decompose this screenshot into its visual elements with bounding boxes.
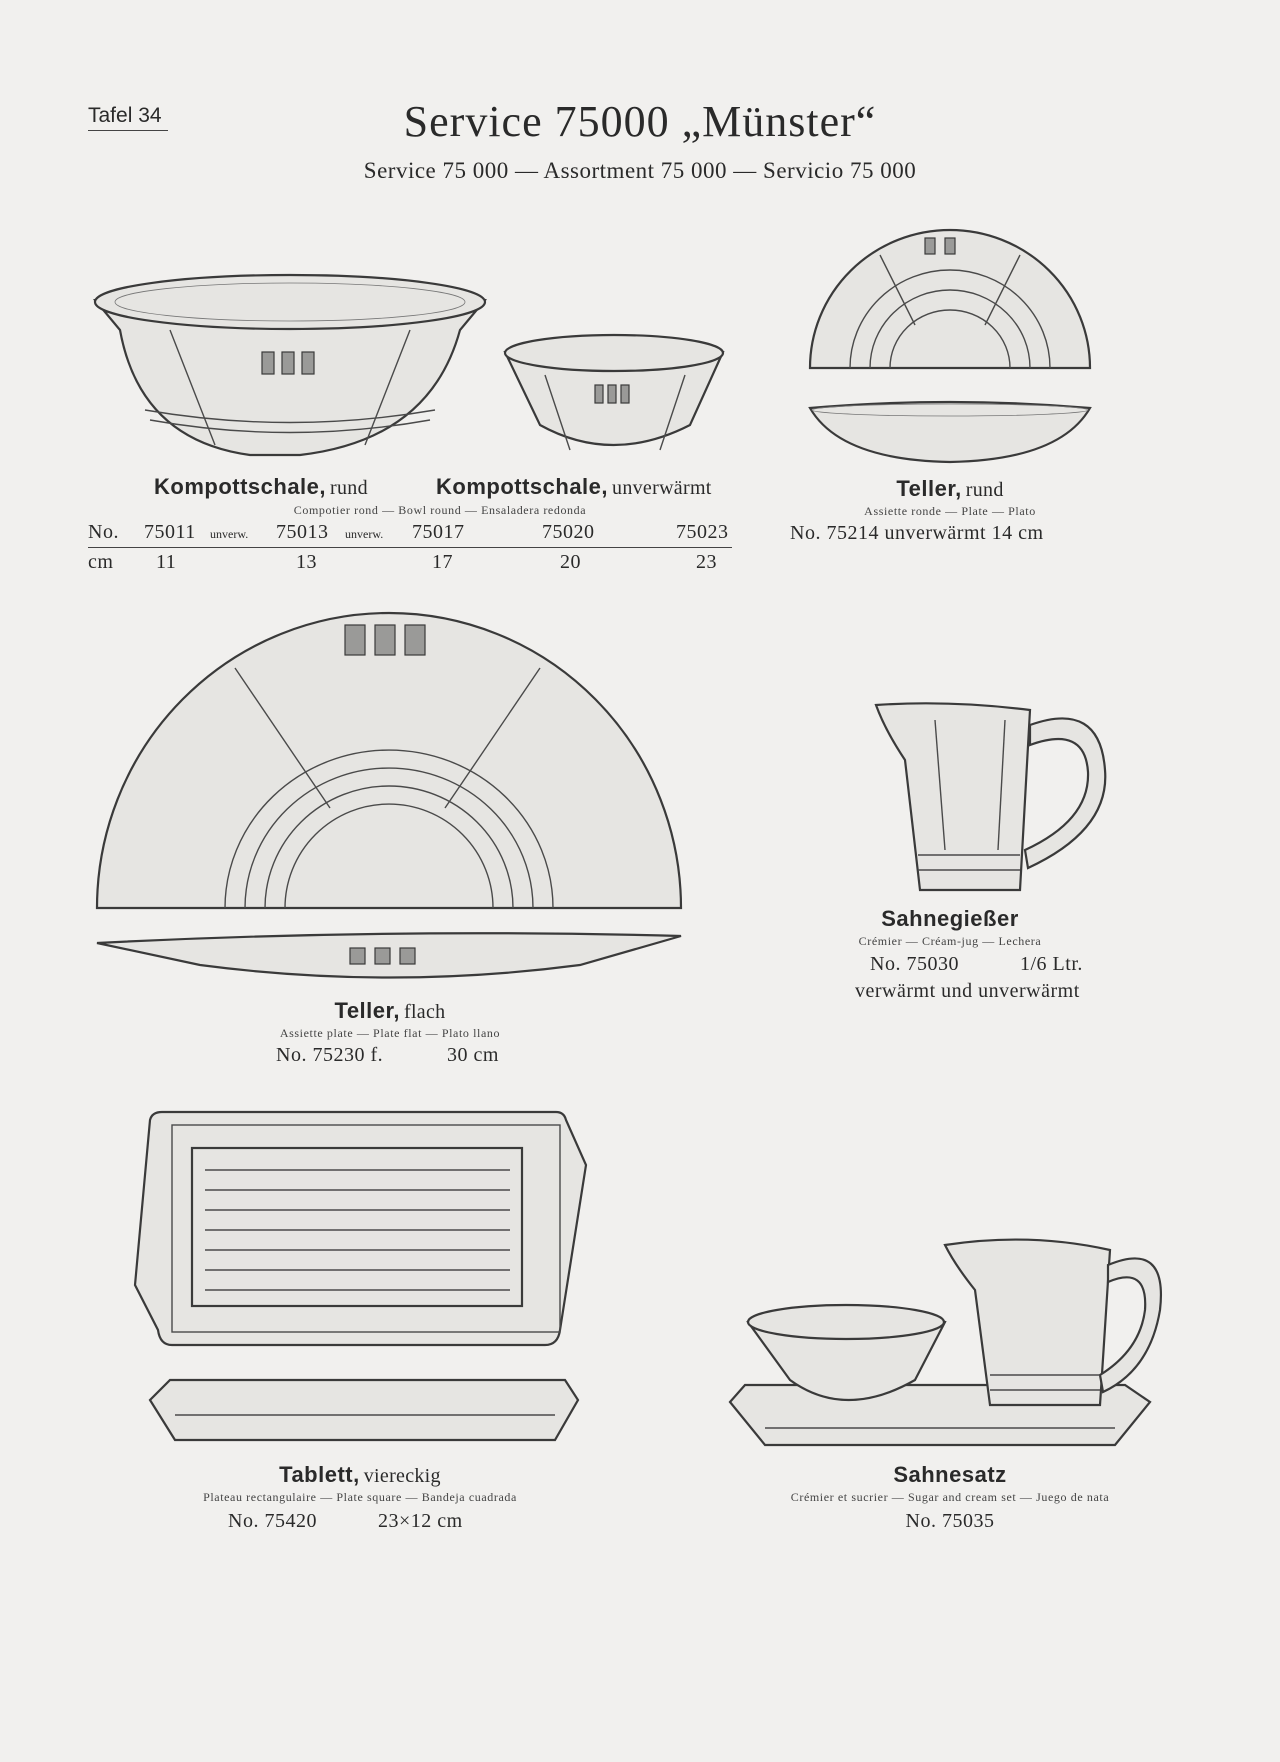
teller-flach-translations: Assiette plate — Plate flat — Plato llan… — [279, 1026, 501, 1040]
plate-number: Tafel 34 — [88, 104, 168, 131]
teller-flach-suffix: flach — [403, 1001, 446, 1023]
kompottschale-round-name: Kompottschale, rund — [154, 474, 368, 500]
sahnesatz-number: No. 75035 — [905, 1510, 995, 1532]
sahnegiesser-note: verwärmt und unverwärmt — [855, 980, 1080, 1002]
teller-rund-number: No. 75214 unverwärmt 14 cm — [790, 522, 1044, 544]
tray-illustration — [133, 1110, 588, 1442]
large-bowl-illustration — [93, 273, 487, 457]
kompottschale-item-no: 75017 — [412, 521, 465, 543]
sahnesatz-name: Sahnesatz — [740, 1462, 1160, 1488]
cream-set-illustration — [728, 1238, 1162, 1447]
kompottschale-item-cm: 23 — [696, 551, 717, 573]
kompottschale-item-cm: 11 — [156, 551, 177, 573]
tablett-label: Tablett, — [279, 1462, 360, 1487]
teller-rund-name: Teller, rund — [780, 476, 1120, 502]
large-plate-illustration — [95, 611, 683, 979]
tablett-size: 23×12 cm — [378, 1510, 463, 1532]
page-title: Service 75000 „Münster“ — [403, 97, 877, 146]
teller-rund-translations: Assiette ronde — Plate — Plato — [864, 504, 1036, 518]
tablett-translations: Plateau rectangulaire — Plate square — B… — [203, 1490, 517, 1504]
small-bowl-illustration — [503, 333, 725, 451]
sahnegiesser-number: No. 75030 — [870, 953, 959, 975]
sahnegiesser-translations: Crémier — Créam-jug — Lechera — [858, 934, 1042, 948]
cream-jug-illustration — [874, 702, 1107, 892]
kompottschale-item-cm: 20 — [560, 551, 581, 573]
kompottschale-no-label: No. — [88, 521, 119, 543]
kompottschale-suffix: rund — [330, 477, 368, 499]
teller-flach-size: 30 cm — [447, 1044, 499, 1066]
page-subtitle: Service 75 000 — Assortment 75 000 — Ser… — [363, 158, 917, 183]
tablett-suffix: viereckig — [363, 1465, 441, 1487]
teller-rund-label: Teller, — [896, 476, 962, 501]
kompottschale-label-2: Kompottschale, — [436, 474, 609, 499]
teller-flach-name: Teller, flach — [190, 998, 590, 1024]
kompottschale-cm-label: cm — [88, 551, 114, 573]
sahnesatz-label: Sahnesatz — [893, 1462, 1007, 1487]
tablett-number: No. 75420 — [228, 1510, 317, 1532]
kompottschale-item-no: 75013 — [276, 521, 329, 543]
sahnegiesser-volume: 1/6 Ltr. — [1020, 953, 1083, 975]
sahnegiesser-label: Sahnegießer — [881, 906, 1019, 931]
kompottschale-item-cm: 13 — [296, 551, 317, 573]
kompottschale-unwarmed-name: Kompottschale, unverwärmt — [436, 474, 712, 500]
kompottschale-suffix-2: unverwärmt — [612, 477, 712, 499]
tablett-name: Tablett, viereckig — [140, 1462, 580, 1488]
kompottschale-translations: Compotier rond — Bowl round — Ensaladera… — [293, 503, 587, 517]
teller-flach-number: No. 75230 f. — [276, 1044, 384, 1066]
sahnegiesser-name: Sahnegießer — [800, 906, 1100, 932]
kompottschale-item-cm: 17 — [432, 551, 453, 573]
kompottschale-item-no: 75023 — [676, 521, 729, 543]
kompottschale-label: Kompottschale, — [154, 474, 327, 499]
teller-flach-label: Teller, — [334, 998, 400, 1023]
small-plate-illustration — [808, 228, 1092, 464]
sahnesatz-translations: Crémier et sucrier — Sugar and cream set… — [790, 1490, 1110, 1504]
kompottschale-item-no: 75020 — [542, 521, 595, 543]
teller-rund-suffix: rund — [965, 479, 1004, 501]
kompottschale-item-no: 75011 — [144, 521, 196, 543]
unverw-note: unverw. — [345, 527, 384, 541]
table-divider — [88, 547, 732, 548]
unverw-note: unverw. — [210, 527, 249, 541]
